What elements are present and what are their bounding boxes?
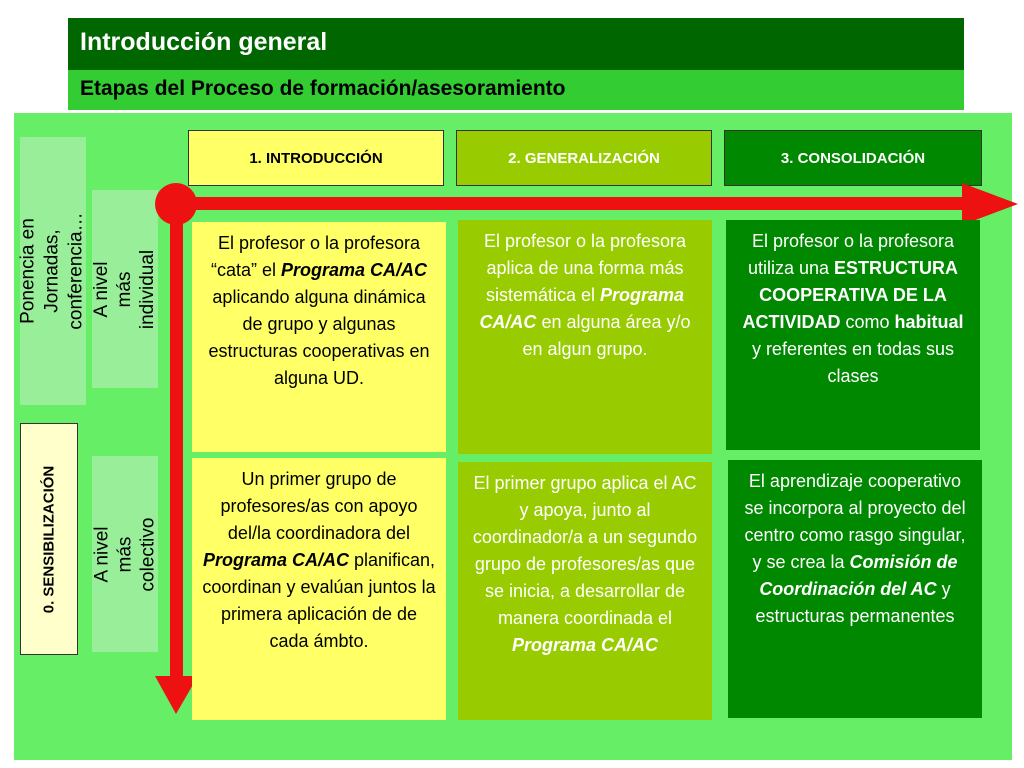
program-name: Programa CA/AC	[511, 635, 659, 655]
text: y estructuras permanentes	[755, 579, 955, 626]
phase-consolidacion: 3. CONSOLIDACIÓN	[724, 130, 982, 186]
structure-name: ESTRUCTURA COOPERATIVA DE LA ACTIVIDAD	[742, 258, 959, 332]
text: y referentes en todas sus clases	[751, 339, 955, 386]
text: El profesor o la profesora utiliza una	[747, 231, 955, 278]
cell-individual-consolidacion: El profesor o la profesora utiliza una E…	[726, 220, 980, 450]
phase-introduccion: 1. INTRODUCCIÓN	[188, 130, 444, 186]
text: aplicando alguna dinámica de grupo y alg…	[208, 287, 430, 388]
cell-individual-generalizacion: El profesor o la profesora aplica de una…	[458, 220, 712, 454]
habitual-text: habitual	[894, 312, 964, 332]
ponencia-box: Ponencia en Jornadas, conferencia…	[18, 137, 87, 405]
page-title: Introducción general	[68, 18, 964, 70]
text: El profesor o la profesora “cata” el	[210, 233, 421, 280]
program-name: Programa CA/AC	[202, 550, 349, 570]
vertical-arrow-shaft	[170, 204, 183, 684]
program-name: Programa CA/AC	[479, 285, 685, 332]
cell-colectivo-introduccion: Un primer grupo de profesores/as con apo…	[192, 458, 446, 720]
text: Un primer grupo de profesores/as con apo…	[220, 469, 418, 543]
text: planifican, coordinan y evalúan juntos l…	[202, 550, 436, 651]
text: El profesor o la profesora aplica de una…	[483, 231, 687, 305]
colectivo-box: A nivel más colectivo	[92, 456, 159, 652]
phase-generalizacion: 2. GENERALIZACIÓN	[456, 130, 712, 186]
cell-individual-introduccion: El profesor o la profesora “cata” el Pro…	[192, 222, 446, 452]
cell-colectivo-generalizacion: El primer grupo aplica el AC y apoya, ju…	[458, 462, 712, 720]
individual-box: A nivel más individual	[92, 190, 159, 388]
page-subtitle: Etapas del Proceso de formación/asesoram…	[68, 70, 964, 110]
sensibilizacion-box: 0. SENSIBILIZACIÓN	[20, 423, 78, 655]
vertical-arrowhead	[155, 676, 198, 714]
horizontal-arrowhead	[962, 183, 1018, 225]
commission-name: Comisión de Coordinación del AC	[759, 552, 958, 599]
text: El primer grupo aplica el AC y apoya, ju…	[472, 473, 698, 628]
text: en alguna área y/o en algun grupo.	[522, 312, 691, 359]
program-name: Programa CA/AC	[281, 260, 428, 280]
arrow-origin-dot	[155, 183, 197, 225]
cell-colectivo-consolidacion: El aprendizaje cooperativo se incorpora …	[728, 460, 982, 718]
text: como	[840, 312, 895, 332]
horizontal-arrow-shaft	[176, 197, 966, 210]
text: El aprendizaje cooperativo se incorpora …	[744, 471, 966, 572]
